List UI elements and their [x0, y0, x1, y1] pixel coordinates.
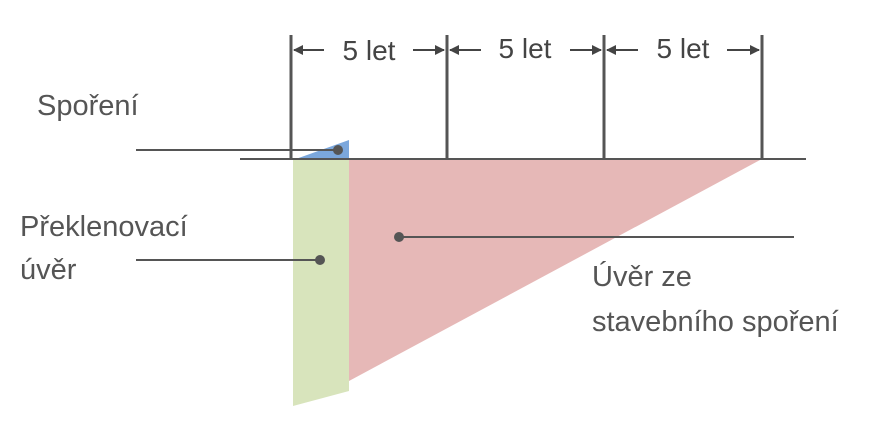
period-label-1: 5 let — [343, 35, 396, 66]
period-label-2: 5 let — [499, 33, 552, 64]
bridge-loan-label-line1: Překlenovací — [20, 211, 188, 243]
savings-leader-dot — [333, 145, 343, 155]
period-label-3: 5 let — [657, 33, 710, 64]
building-loan-label-line1: Úvěr ze — [592, 260, 692, 293]
building-loan-area — [349, 160, 760, 381]
savings-label: Spoření — [37, 90, 139, 122]
building-loan-label-line2: stavebního spoření — [592, 306, 839, 338]
building-loan-leader-dot — [394, 232, 404, 242]
bridge-loan-area — [293, 160, 349, 406]
bridge-loan-leader-dot — [315, 255, 325, 265]
bridge-loan-label-line2: úvěr — [20, 254, 77, 286]
